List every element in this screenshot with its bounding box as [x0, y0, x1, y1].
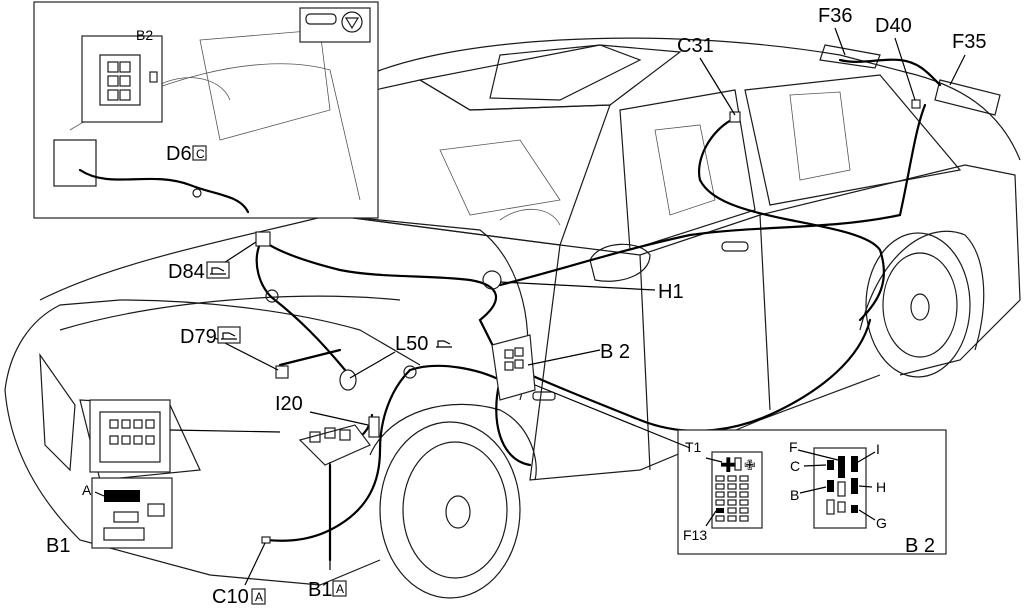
label-pin-h: H — [876, 479, 886, 495]
tag-c10: A — [255, 590, 263, 604]
label-pin-f: F — [789, 439, 798, 455]
label-c31: C31 — [677, 35, 714, 57]
lamp-warning-icon — [341, 11, 363, 33]
label-l50: L50 — [395, 333, 428, 355]
trunk-symbol-icon — [206, 261, 230, 279]
trunk-symbol-icon — [436, 340, 452, 348]
label-h1: H1 — [658, 281, 684, 303]
label-d84: D84 — [168, 261, 205, 283]
label-pin-g: G — [876, 515, 887, 531]
labels: C31 F36 D40 F35 B2 D6 C D84 D79 L50 H1 B… — [46, 5, 986, 608]
label-b1-a: A — [82, 482, 92, 498]
label-d6: D6 — [166, 143, 192, 165]
plus-icon: ✚ — [720, 455, 737, 477]
b2-detail-box: ✚ ✙ — [677, 429, 947, 555]
label-b1-bottom: B1 — [308, 579, 332, 601]
label-t1: T1 — [685, 439, 702, 455]
label-b2-inset: B2 — [136, 27, 153, 43]
trunk-symbol-icon — [217, 326, 241, 344]
label-b2-main: B 2 — [600, 341, 630, 363]
b1-highlighted-fuse — [104, 490, 140, 502]
label-b2-detail: B 2 — [905, 535, 935, 557]
label-pin-c: C — [790, 458, 800, 474]
label-b1: B1 — [46, 535, 70, 557]
label-c10: C10 — [212, 586, 249, 608]
plus-outline-icon: ✙ — [744, 457, 756, 473]
label-pin-b: B — [790, 487, 799, 503]
label-f13: F13 — [683, 527, 707, 543]
label-d79: D79 — [180, 326, 217, 348]
label-f35: F35 — [952, 31, 986, 53]
components — [255, 99, 921, 544]
label-f36: F36 — [818, 5, 852, 27]
b1-fusebox-detail — [89, 399, 173, 549]
tag-d6: C — [196, 147, 205, 161]
inset-dashboard-detail — [33, 1, 379, 219]
label-pin-i: I — [876, 441, 880, 457]
label-d40: D40 — [875, 15, 912, 37]
label-i20: I20 — [275, 393, 303, 415]
b2-fuse-grid — [715, 475, 749, 522]
car-body — [4, 37, 1021, 599]
tag-b1-bottom: A — [336, 582, 344, 596]
